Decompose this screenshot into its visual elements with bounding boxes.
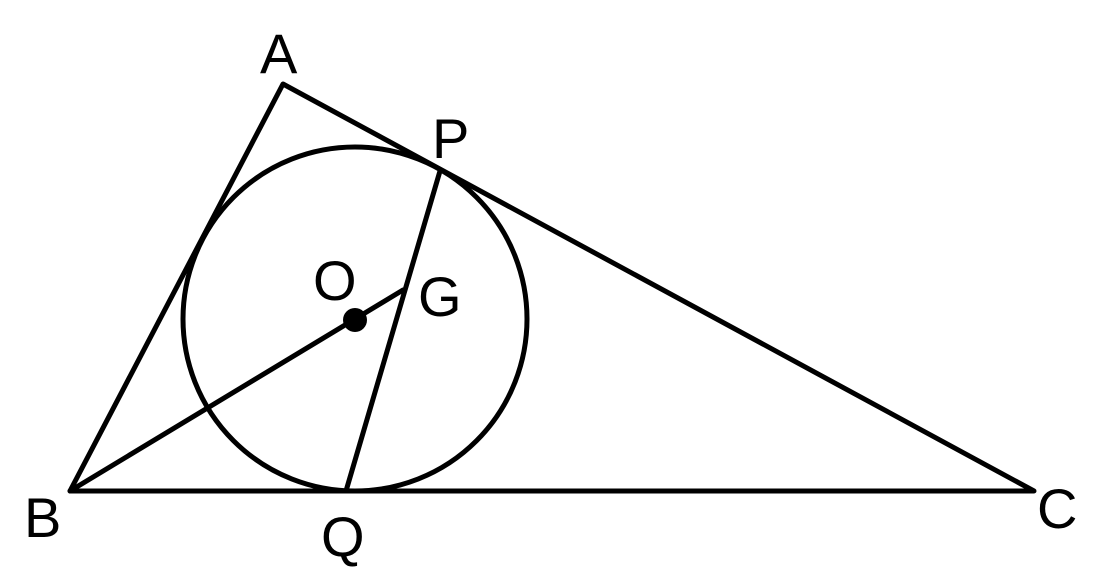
label-q: Q xyxy=(321,505,365,568)
label-a: A xyxy=(260,22,298,85)
label-c: C xyxy=(1037,477,1077,540)
label-g: G xyxy=(418,265,462,328)
label-p: P xyxy=(432,107,469,170)
label-b: B xyxy=(24,486,61,549)
triangle-abc xyxy=(67,81,1037,494)
segment-pq xyxy=(343,168,443,494)
incircle xyxy=(180,144,530,494)
label-o: O xyxy=(313,249,357,312)
center-point-o xyxy=(343,308,367,332)
